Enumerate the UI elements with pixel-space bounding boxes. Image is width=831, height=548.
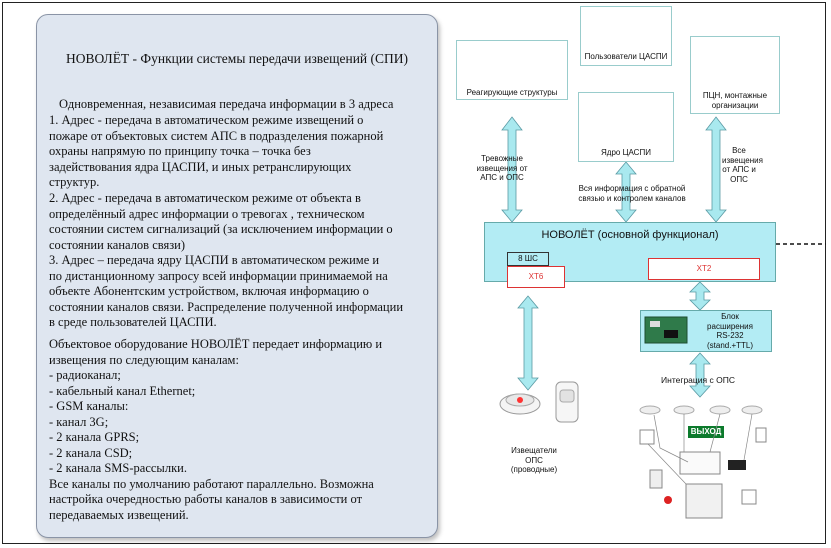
core-label: Ядро ЦАСПИ [601,148,651,157]
users-label: Пользователи ЦАСПИ [584,52,668,61]
pcn-box [690,36,780,114]
users-box [580,6,672,66]
slot-xt2: ХТ2 [648,258,760,280]
novolet-main-label: НОВОЛЁТ (основной функционал) [541,229,719,241]
slot-8shs: 8 ШС [507,252,549,266]
channels-list: Объектовое оборудование НОВОЛЁТ передает… [49,337,383,522]
item-1: 1. Адрес - передача в автоматическом реж… [49,113,384,189]
item-3: 3. Адрес – передача ядру ЦАСПИ в автомат… [49,253,404,329]
slot-xt6: ХТ6 [507,266,565,288]
ops-equipment-icon [639,405,767,519]
responders-label: Реагирующие структуры [466,88,558,97]
panel-title: НОВОЛЁТ - Функции системы передачи извещ… [65,51,409,66]
intro-text: Одновременная, независимая передача инфо… [59,97,394,111]
responders-box [456,40,568,100]
ops-integration-label: Интеграция с ОПС [661,375,735,385]
item-2: 2. Адрес - передача в автоматическом реж… [49,191,393,252]
exit-sign-label: ВЫХОД [690,427,722,436]
motion-sensor-icon [555,381,579,423]
core-box [578,92,674,162]
arrow-expansion-top [689,281,711,311]
text-panel: НОВОЛЁТ - Функции системы передачи извещ… [36,14,438,538]
arrow-detectors [517,295,539,391]
arrow-ops [689,352,711,398]
smoke-detector-icon [499,393,541,415]
